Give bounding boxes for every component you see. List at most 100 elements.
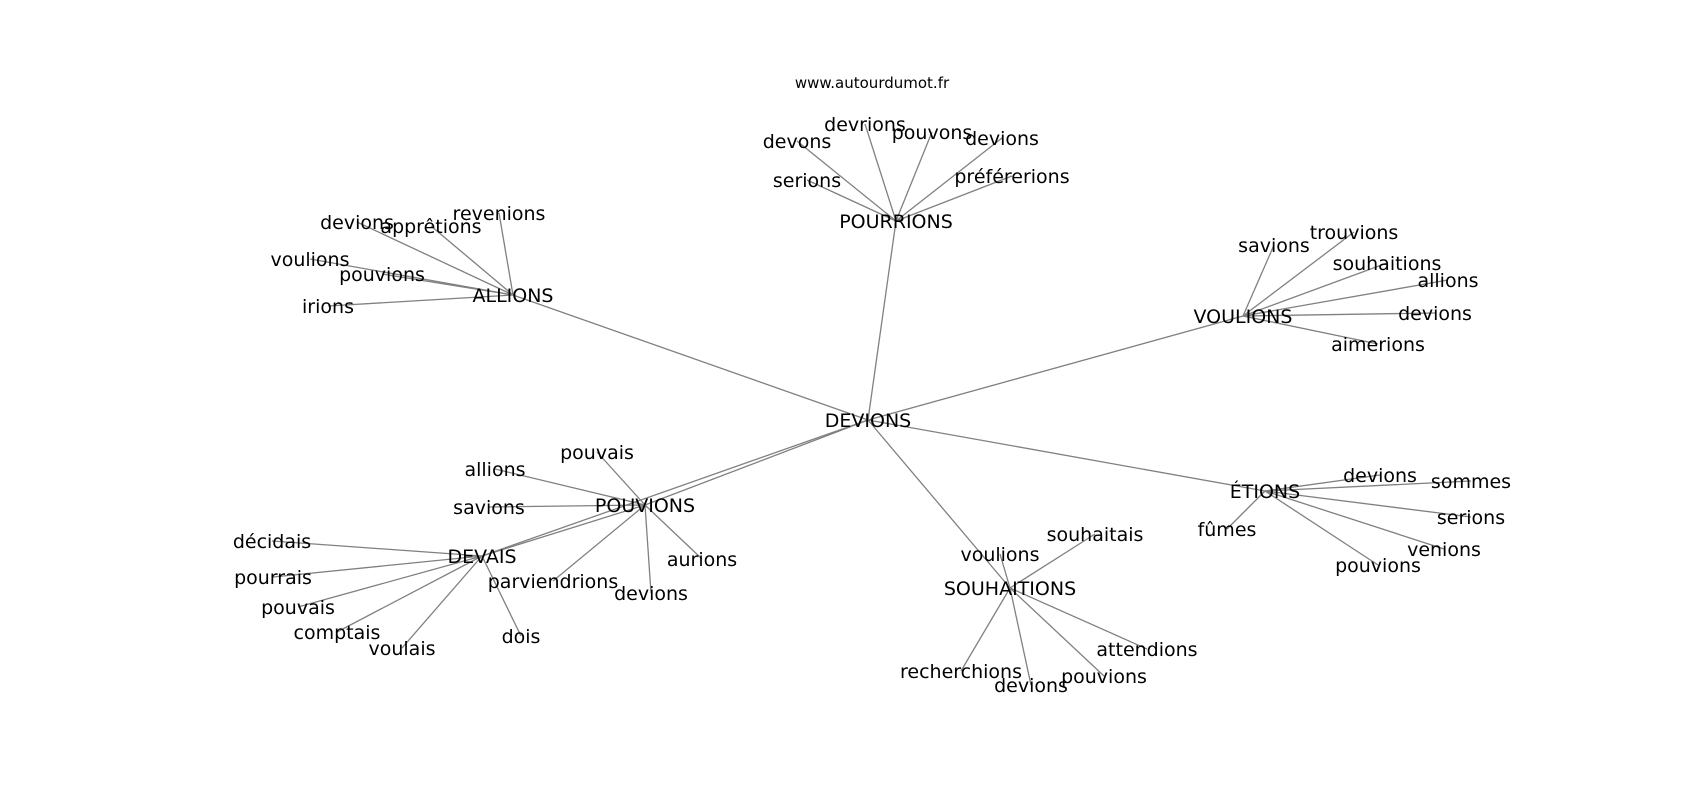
- leaf-node[interactable]: savions: [1238, 235, 1310, 257]
- edge-pouvions_hub-leaf-18: [596, 451, 646, 506]
- leaf-node[interactable]: allions: [1417, 270, 1478, 292]
- leaf-node[interactable]: irions: [302, 296, 354, 318]
- edge-devais-leaf-24: [271, 540, 483, 557]
- leaf-node[interactable]: devions: [1398, 303, 1472, 325]
- edge-voulions-leaf-16: [1242, 312, 1436, 317]
- edge-devions_center-allions: [512, 294, 869, 421]
- edge-voulions-leaf-17: [1242, 315, 1379, 345]
- edge-devais-leaf-28: [401, 555, 483, 649]
- edge-devions_center-souhaitions_hub: [867, 419, 1011, 589]
- leaf-node[interactable]: recherchions: [900, 661, 1022, 683]
- leaf-node[interactable]: souhaitions: [1333, 253, 1442, 275]
- leaf-node[interactable]: devions: [994, 675, 1068, 697]
- edge-voulions-leaf-13: [1242, 231, 1355, 317]
- leaf-node[interactable]: souhaitais: [1047, 524, 1144, 546]
- leaf-node[interactable]: aimerions: [1331, 334, 1425, 356]
- leaf-node[interactable]: trouvions: [1310, 222, 1399, 244]
- hub-node-allions[interactable]: ALLIONS: [472, 285, 553, 307]
- leaf-node[interactable]: décidais: [233, 531, 311, 553]
- edge-voulions-leaf-14: [1242, 262, 1388, 317]
- edge-pourrions-leaf-3: [895, 137, 1003, 222]
- leaf-node[interactable]: savions: [453, 497, 525, 519]
- leaf-node[interactable]: préférerions: [954, 166, 1069, 188]
- edge-etions-leaf-38: [1226, 490, 1266, 530]
- leaf-node[interactable]: allions: [464, 459, 525, 481]
- edge-etions-leaf-37: [1264, 480, 1472, 492]
- edge-pouvions_hub-leaf-19: [494, 468, 646, 506]
- leaf-node[interactable]: pouvions: [339, 264, 425, 286]
- edge-allions-leaf-11: [327, 294, 514, 307]
- edge-pouvions_hub-leaf-23: [644, 504, 652, 594]
- leaf-node[interactable]: revenions: [453, 203, 546, 225]
- leaf-node[interactable]: voulais: [368, 638, 435, 660]
- leaf-node[interactable]: pouvais: [560, 442, 634, 464]
- hub-node-voulions[interactable]: VOULIONS: [1194, 306, 1293, 328]
- edge-devais-leaf-29: [481, 555, 522, 637]
- edge-souhaitions_hub-leaf-33: [1009, 587, 1032, 686]
- leaf-node[interactable]: fûmes: [1198, 519, 1257, 541]
- edge-souhaitions_hub-leaf-34: [1009, 587, 1105, 677]
- edge-allions-leaf-6: [498, 212, 514, 296]
- edge-devions_center-pourrions: [867, 220, 897, 421]
- leaf-node[interactable]: apprêtions: [380, 216, 481, 238]
- leaf-node[interactable]: comptais: [294, 622, 381, 644]
- edge-pouvions_hub-devais: [481, 504, 646, 557]
- leaf-node[interactable]: dois: [502, 626, 541, 648]
- edge-souhaitions_hub-leaf-32: [960, 587, 1011, 672]
- leaf-node[interactable]: devons: [763, 131, 832, 153]
- edge-souhaitions_hub-leaf-35: [1009, 587, 1148, 650]
- hub-node-souhaitions_hub[interactable]: SOUHAITIONS: [944, 578, 1076, 600]
- edge-devais-leaf-26: [297, 555, 483, 608]
- edge-devions_center-etions: [867, 419, 1266, 492]
- leaf-node[interactable]: serions: [1437, 507, 1505, 529]
- edge-pourrions-leaf-0: [864, 123, 897, 222]
- edge-souhaitions_hub-leaf-31: [1009, 533, 1096, 589]
- edge-pouvions_hub-leaf-21: [644, 504, 703, 560]
- leaf-node[interactable]: pouvons: [892, 122, 973, 144]
- leaf-node[interactable]: devions: [965, 128, 1039, 150]
- edges-layer: [271, 123, 1472, 686]
- edge-souhaitions_hub-leaf-30: [999, 553, 1011, 589]
- leaf-node[interactable]: voulions: [960, 544, 1039, 566]
- leaf-node[interactable]: sommes: [1431, 471, 1511, 493]
- edge-devais-leaf-27: [336, 555, 483, 633]
- leaf-node[interactable]: pouvais: [261, 597, 335, 619]
- nodes-layer: DEVIONS POURRIONS ALLIONS VOULIONS POUVIONS D…: [233, 114, 1511, 697]
- edge-allions-leaf-7: [356, 221, 514, 296]
- edge-etions-leaf-40: [1264, 490, 1445, 550]
- edge-voulions-leaf-15: [1242, 279, 1449, 317]
- leaf-node[interactable]: pouvions: [1061, 666, 1147, 688]
- edge-allions-leaf-8: [430, 225, 514, 296]
- leaf-node[interactable]: attendions: [1096, 639, 1197, 661]
- edge-pourrions-leaf-1: [796, 140, 897, 222]
- leaf-node[interactable]: venions: [1407, 539, 1481, 561]
- edge-etions-leaf-36: [1264, 474, 1381, 492]
- leaf-node[interactable]: serions: [773, 170, 841, 192]
- hub-node-devions_center[interactable]: DEVIONS: [825, 410, 911, 432]
- leaf-node[interactable]: parviendrions: [488, 571, 619, 593]
- edge-pourrions-leaf-4: [806, 179, 897, 222]
- edge-etions-leaf-39: [1264, 490, 1472, 518]
- edge-devions_center-devais: [481, 419, 869, 557]
- hub-node-pouvions_hub[interactable]: POUVIONS: [595, 495, 695, 517]
- leaf-node[interactable]: pourrais: [234, 567, 312, 589]
- leaf-node[interactable]: devions: [320, 212, 394, 234]
- hub-node-pourrions[interactable]: POURRIONS: [839, 211, 953, 233]
- edge-etions-leaf-41: [1264, 490, 1379, 566]
- leaf-node[interactable]: pouvions: [1335, 555, 1421, 577]
- edge-pourrions-leaf-2: [895, 131, 933, 222]
- leaf-node[interactable]: aurions: [667, 549, 737, 571]
- leaf-node[interactable]: devions: [1343, 465, 1417, 487]
- source-watermark: www.autourdumot.fr: [795, 74, 950, 92]
- edge-allions-leaf-10: [381, 273, 514, 296]
- edge-pourrions-leaf-5: [895, 175, 1013, 222]
- edge-devions_center-pouvions_hub: [644, 419, 869, 506]
- edge-devais-leaf-25: [272, 555, 483, 578]
- edge-pouvions_hub-leaf-22: [552, 504, 646, 582]
- leaf-node[interactable]: devrions: [824, 114, 906, 136]
- leaf-node[interactable]: devions: [614, 583, 688, 605]
- hub-node-devais[interactable]: DEVAIS: [447, 546, 516, 568]
- leaf-node[interactable]: voulions: [270, 249, 349, 271]
- hub-node-etions[interactable]: ÉTIONS: [1230, 480, 1300, 503]
